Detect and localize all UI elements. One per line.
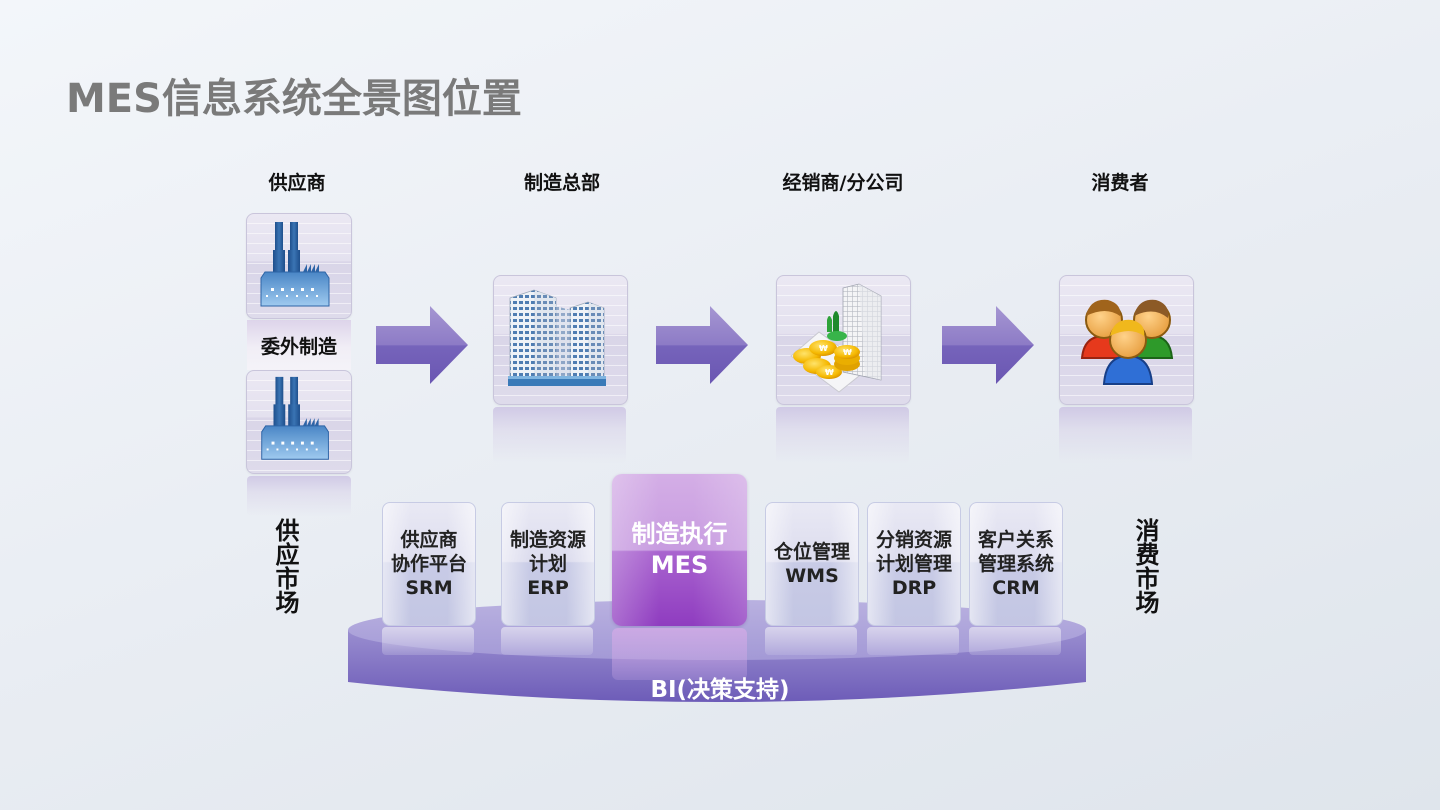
- system-mes[interactable]: 制造执行 MES: [612, 474, 747, 626]
- outsourced-manufacturing-label: 委外制造: [247, 320, 351, 370]
- office-buildings-icon: [508, 289, 606, 386]
- system-wms[interactable]: 仓位管理 WMS: [765, 502, 859, 626]
- system-crm[interactable]: 客户关系 管理系统 CRM: [969, 502, 1063, 626]
- system-code: DRP: [891, 577, 937, 599]
- factory-icon: [261, 376, 329, 460]
- bi-platform-label: BI(决策支持): [650, 677, 790, 703]
- supply-market-label: 供应市场: [271, 518, 299, 614]
- system-line: 计划管理: [875, 553, 952, 575]
- system-erp[interactable]: 制造资源 计划 ERP: [501, 502, 595, 626]
- system-code: ERP: [527, 577, 569, 599]
- tile-reflection: [382, 627, 474, 655]
- system-code: SRM: [405, 577, 453, 599]
- system-line: 供应商: [400, 529, 458, 551]
- system-line: 制造资源: [509, 529, 586, 551]
- tile-reflection: [501, 627, 593, 655]
- page-title: MES信息系统全景图位置: [66, 76, 522, 122]
- supplier-tile: [246, 370, 352, 474]
- column-label-consumer: 消费者: [1091, 172, 1149, 194]
- system-line: 分销资源: [875, 529, 952, 551]
- system-line: 协作平台: [390, 553, 467, 575]
- system-srm[interactable]: 供应商 协作平台 SRM: [382, 502, 476, 626]
- arrow-right-icon: [376, 306, 468, 384]
- svg-text:₩: ₩: [825, 368, 834, 377]
- column-label-hq: 制造总部: [523, 172, 600, 194]
- tile-reflection: [867, 627, 959, 655]
- tile-reflection: [765, 627, 857, 655]
- tile-reflection: [1059, 407, 1192, 463]
- hq-tile: [493, 275, 628, 405]
- people-group-icon: [1080, 299, 1174, 385]
- tile-reflection: [493, 407, 626, 463]
- arrow-right-icon: [656, 306, 748, 384]
- consumer-tile: [1059, 275, 1194, 405]
- supplier-tile: [246, 213, 352, 319]
- tile-reflection: [247, 476, 351, 516]
- system-line: 客户关系: [977, 529, 1054, 551]
- column-label-distributor: 经销商/分公司: [782, 172, 904, 194]
- system-code: CRM: [992, 577, 1040, 599]
- system-drp[interactable]: 分销资源 计划管理 DRP: [867, 502, 961, 626]
- column-label-supplier: 供应商: [268, 172, 326, 194]
- system-code: MES: [650, 551, 709, 579]
- system-code: WMS: [785, 565, 839, 587]
- consumer-market-label: 消费市场: [1131, 518, 1159, 614]
- svg-text:₩: ₩: [843, 348, 852, 357]
- tile-reflection: [969, 627, 1061, 655]
- arrow-right-icon: [942, 306, 1034, 384]
- tile-reflection: [612, 628, 747, 680]
- system-line: 计划: [528, 553, 567, 575]
- system-line: 管理系统: [977, 553, 1054, 575]
- distributor-tile: ₩ ₩ ₩: [776, 275, 911, 405]
- factory-icon: [260, 222, 330, 307]
- svg-text:₩: ₩: [819, 344, 828, 353]
- system-line: 仓位管理: [773, 541, 850, 563]
- building-coins-icon: ₩ ₩ ₩: [790, 283, 882, 393]
- tile-reflection: [776, 407, 909, 463]
- system-line: 制造执行: [631, 520, 728, 548]
